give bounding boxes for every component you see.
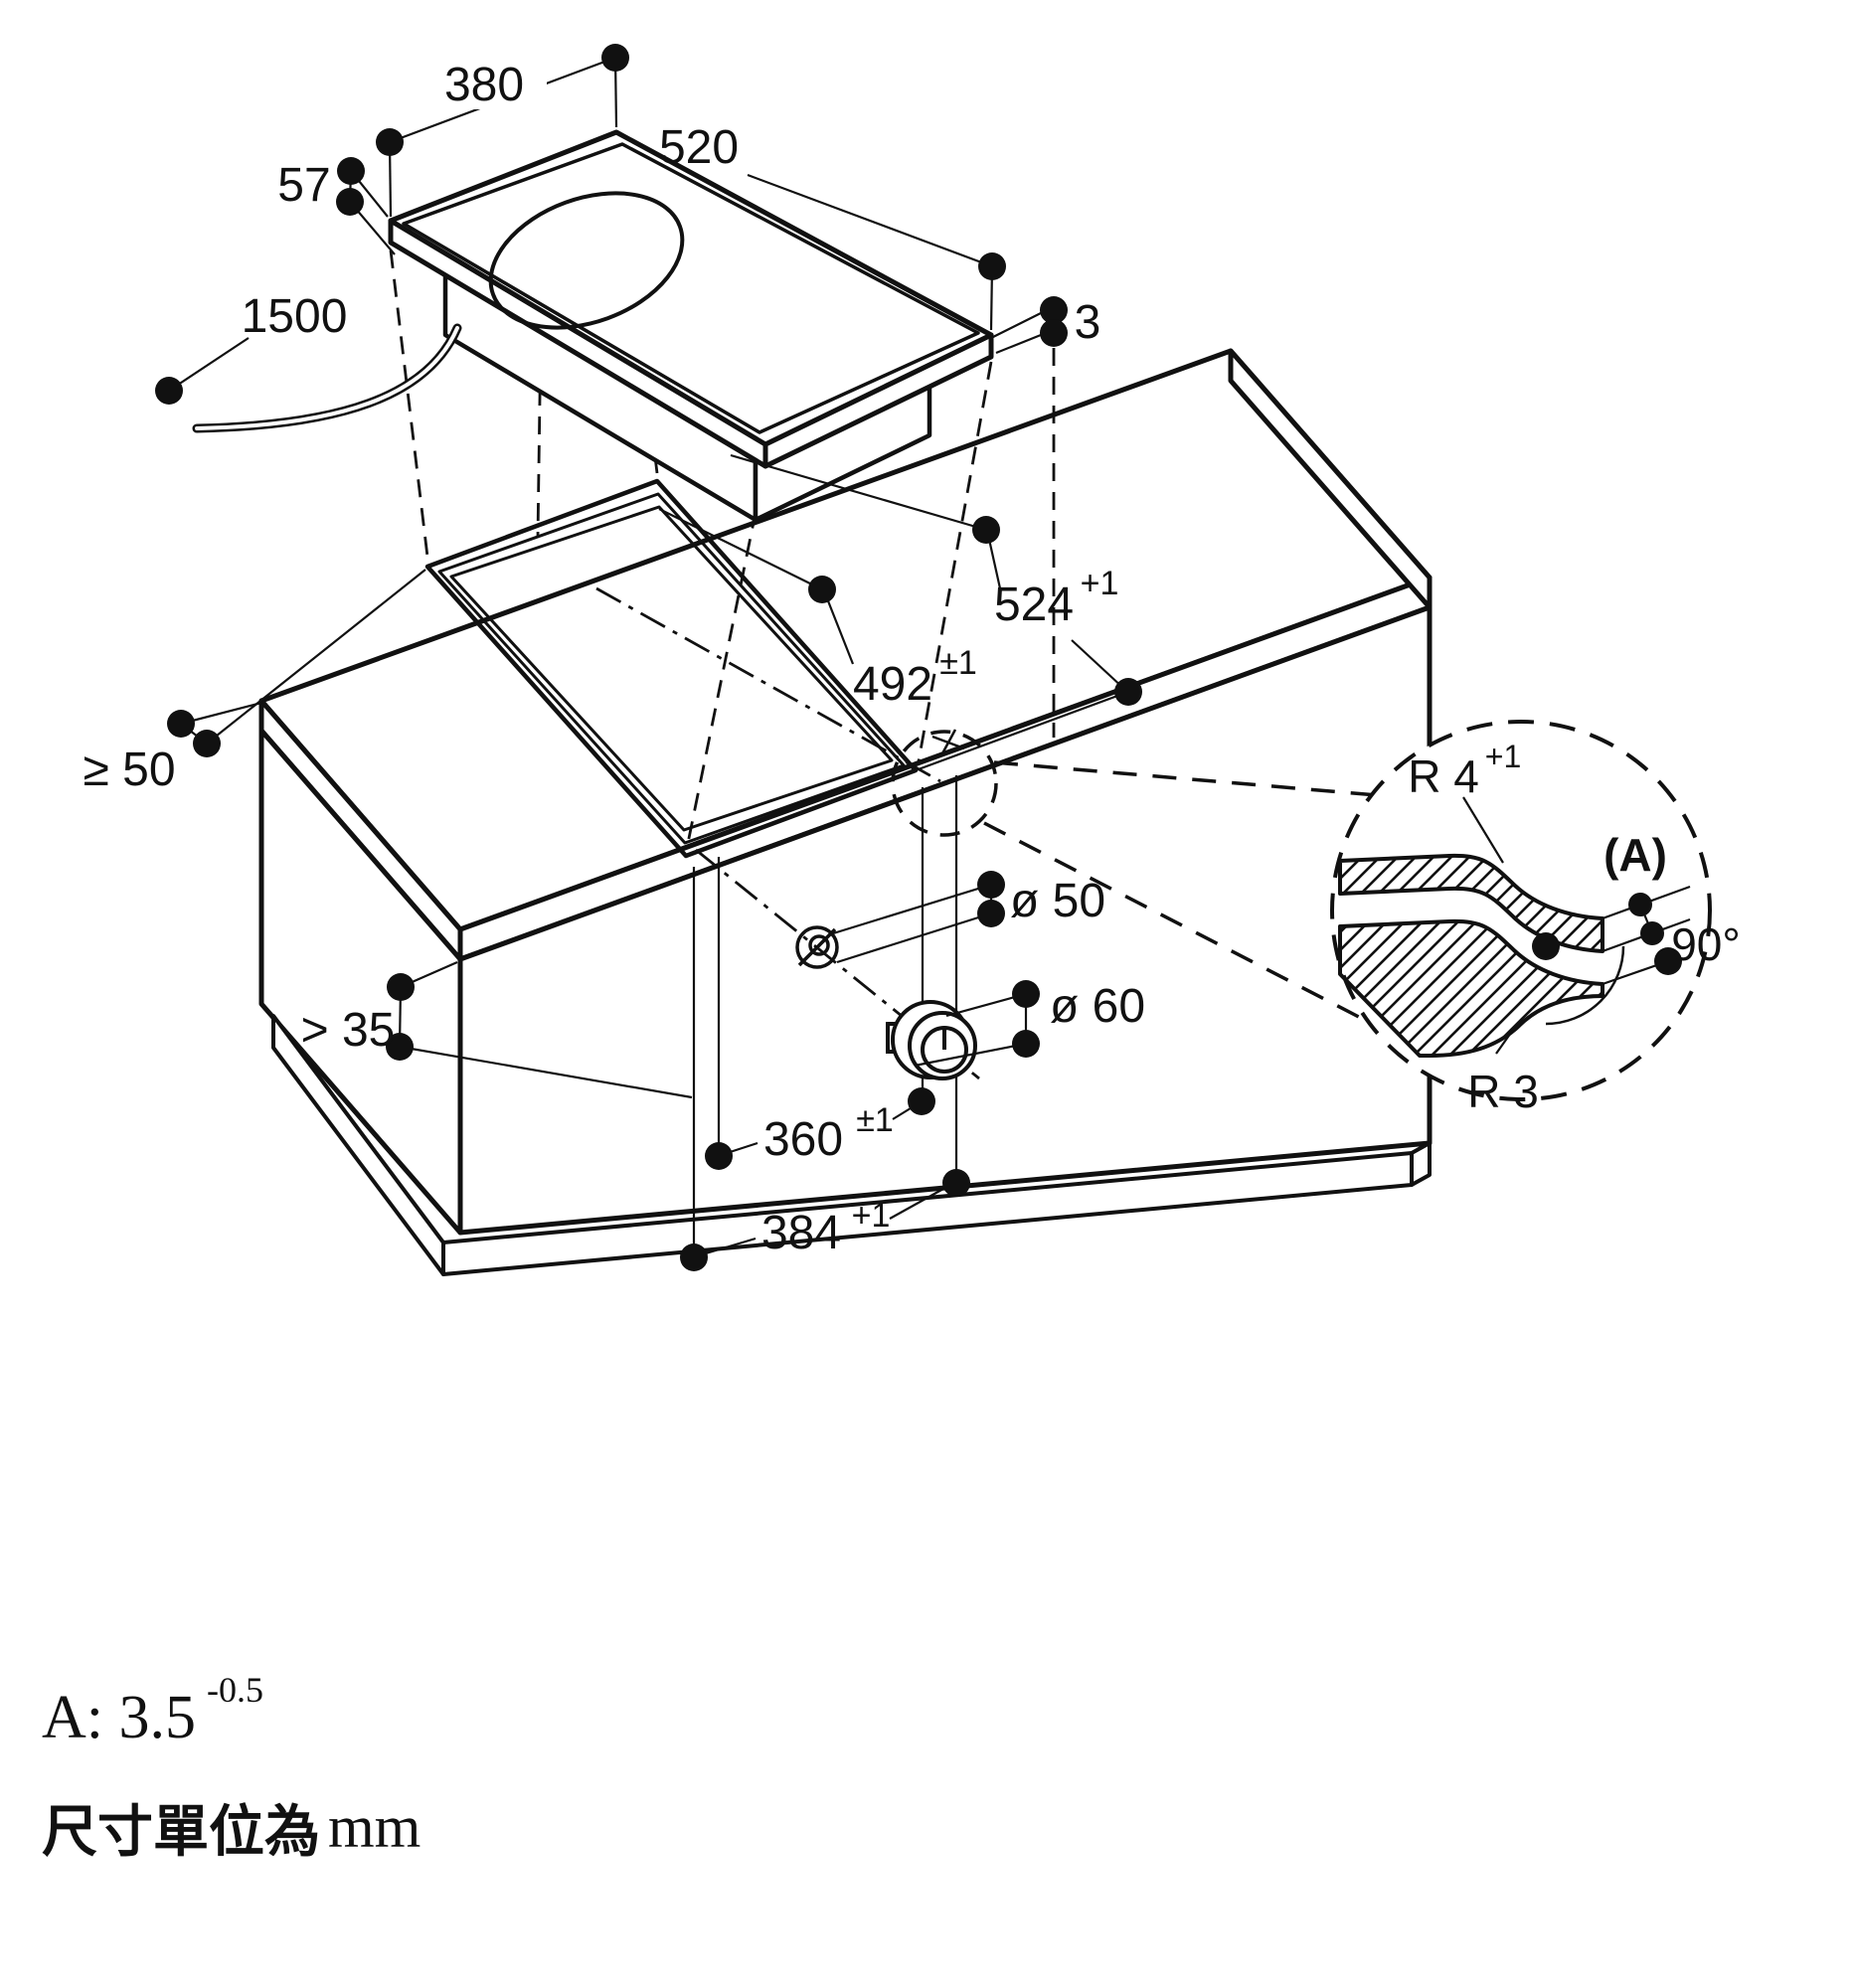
dim-cable-hole-50: ø 50: [829, 871, 1105, 964]
detail-angle-dot: [1654, 947, 1682, 975]
unit-note-unit: mm: [328, 1794, 421, 1860]
dim-hob-height-57: 57: [277, 157, 396, 255]
footnotes: A: 3.5 -0.5 尺寸單位為 mm: [42, 1670, 421, 1865]
dim-knob-offset-360: 360 ±1: [705, 1087, 935, 1170]
dim-label-dia50: ø 50: [1010, 875, 1105, 927]
unit-note-prefix: 尺寸單位為: [42, 1800, 320, 1865]
dim-label-524-tol: +1: [1081, 565, 1119, 602]
dim-label-360: 360: [763, 1113, 843, 1166]
dim-hob-depth-520: 520: [659, 121, 1006, 331]
plinth-right-cap: [1410, 1141, 1432, 1187]
detail-a-dot-bottom: [1640, 921, 1664, 945]
dim-label-384-tol: +1: [852, 1197, 891, 1235]
dim-label-492-tol: ±1: [939, 644, 977, 682]
dim-knob-hole-60: ø 60: [914, 980, 1145, 1068]
detail-connector-bottom: [983, 821, 1383, 1031]
dim-label-492: 492: [853, 658, 932, 711]
dim-rear-clearance-50: ≥ 50: [83, 569, 426, 796]
cutout-corner-marker: [891, 730, 998, 837]
detail-r4-leader: [1462, 796, 1504, 864]
front-face-features: [692, 775, 977, 1264]
detail-label-r3: R 3: [1467, 1066, 1539, 1117]
power-cord-core: [195, 326, 459, 430]
hob-dimensions: 380 520 57 1500: [155, 44, 1100, 405]
detail-r3-leader: [1495, 1029, 1514, 1055]
cable-hole-symbol: [795, 925, 839, 969]
detail-label-90: 90°: [1671, 918, 1741, 970]
detail-label-r4: R 4: [1408, 750, 1479, 802]
dim-cutout-524: 524 +1: [730, 453, 1142, 772]
dim-label-1500: 1500: [242, 290, 348, 343]
centerline-cutout: [595, 586, 941, 783]
section-body: [1338, 918, 1604, 1058]
cutout-corner-cross: [931, 729, 965, 756]
projection-lines: [389, 140, 1056, 1080]
dim-front-clearance-35: > 35: [301, 960, 693, 1099]
dim-label-384: 384: [761, 1207, 841, 1259]
control-knob: [886, 1000, 977, 1080]
detail-corner-dot: [1532, 932, 1560, 960]
detail-cross-section: [1338, 796, 1691, 1058]
hob-glass-inner-frame: [402, 142, 980, 434]
hob-glass-top: [388, 129, 994, 447]
note-a-tolerance: -0.5: [207, 1670, 263, 1710]
detail-callout: R 4 +1 (A) 90° R 3: [891, 720, 1741, 1117]
detail-label-r4-tol: +1: [1485, 739, 1521, 774]
dim-label-gt35: > 35: [301, 1004, 396, 1057]
projection-line-right: [917, 361, 993, 762]
dim-glass-thickness-3: 3: [992, 296, 1101, 355]
detail-angle-arc: [1545, 945, 1625, 1026]
dim-label-360-tol: ±1: [856, 1101, 894, 1139]
dim-label-380: 380: [444, 59, 524, 111]
worktop-dimensions: 524 +1 492 ±1 ≥ 50 > 35: [83, 453, 1145, 1271]
hob-drawing: [192, 129, 994, 523]
dim-label-ge50: ≥ 50: [83, 744, 175, 796]
note-a-value: A: 3.5: [42, 1684, 196, 1751]
worktop-cabinet: [258, 348, 1433, 1276]
detail-connector-top: [993, 760, 1378, 797]
dim-label-dia60: ø 60: [1050, 980, 1145, 1033]
centerline-front-face: [695, 848, 980, 1080]
dim-cutout-492: 492 ±1: [658, 508, 977, 711]
dim-knob-offset-384: 384 +1: [680, 1169, 970, 1271]
hob-burner-circle: [488, 191, 685, 330]
plinth-left: [271, 1014, 445, 1276]
detail-label-a: (A): [1603, 829, 1667, 881]
dim-label-57: 57: [277, 159, 330, 212]
detail-a-dot-top: [1628, 893, 1652, 916]
dim-label-3: 3: [1075, 296, 1101, 349]
dim-label-524: 524: [994, 579, 1074, 631]
dim-hob-width-380: 380: [376, 44, 629, 218]
dim-cable-1500: 1500: [155, 290, 347, 405]
projection-line-left: [389, 249, 429, 558]
dim-label-520: 520: [659, 121, 739, 174]
